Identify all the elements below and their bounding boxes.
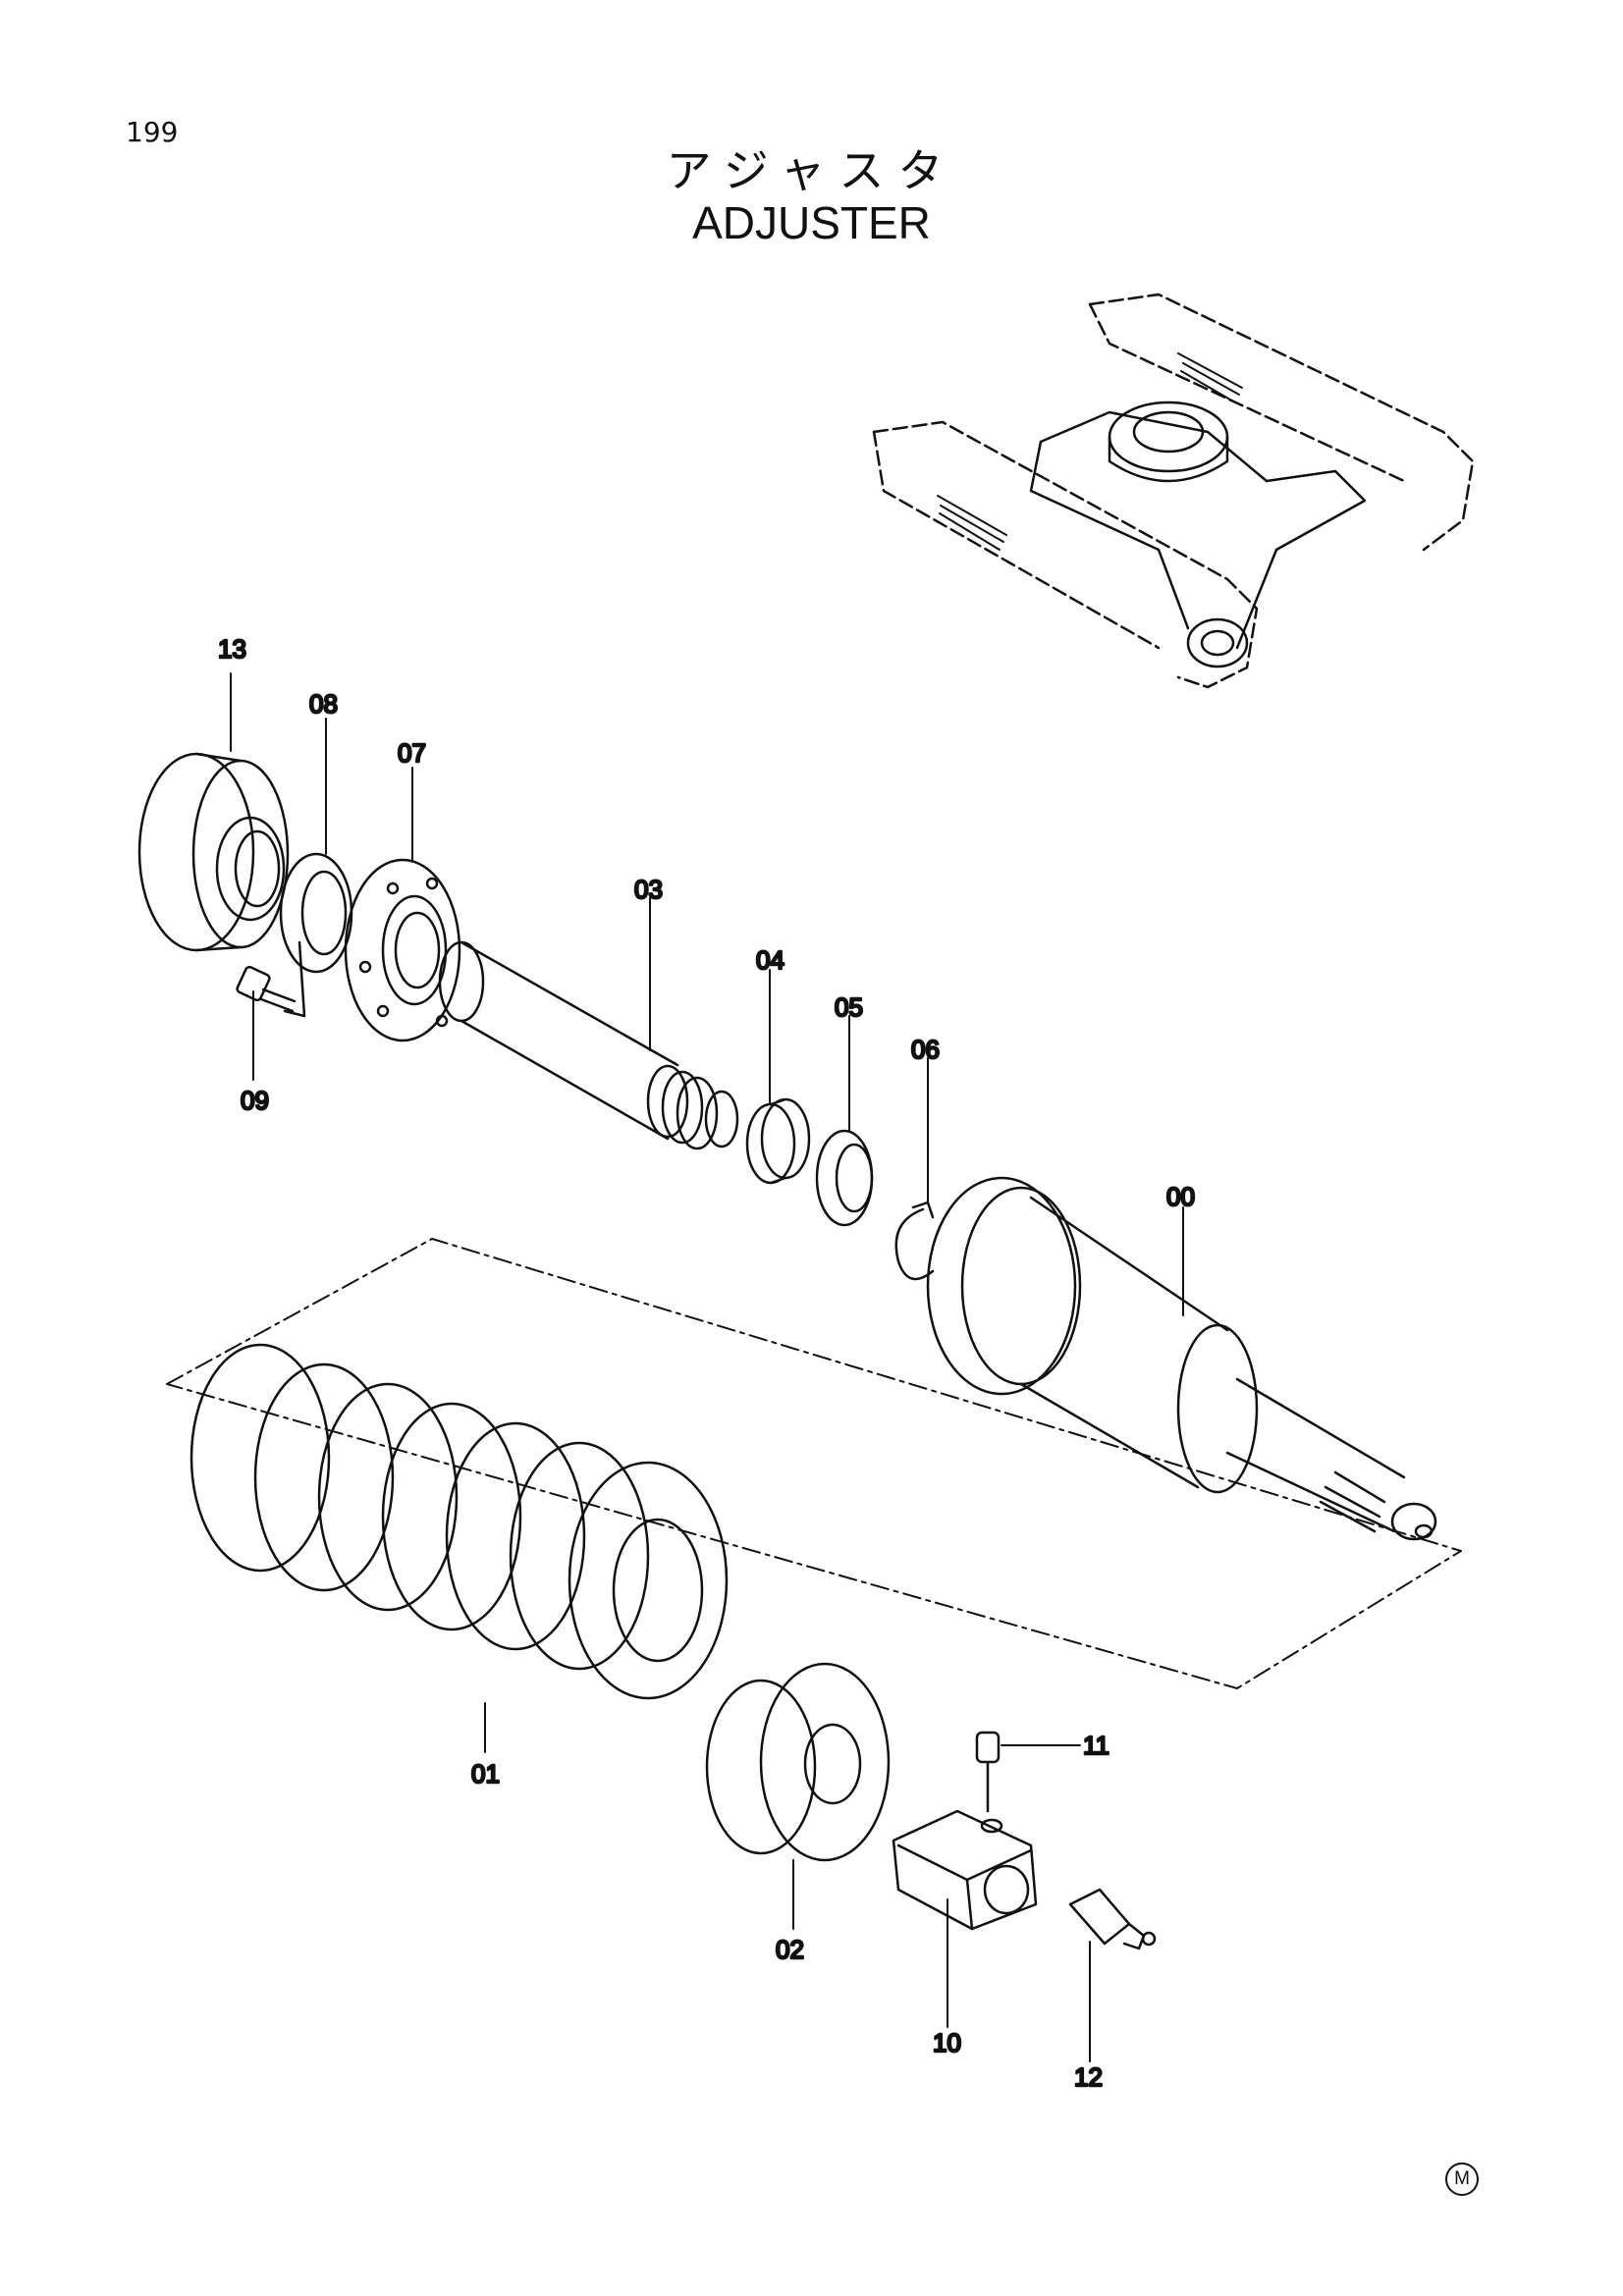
title-english: ADJUSTER xyxy=(692,197,931,248)
page-number: 199 xyxy=(126,116,179,148)
part-05-shape xyxy=(815,1129,874,1227)
part-label-02: 02 xyxy=(776,1935,804,1964)
part-label-07: 07 xyxy=(398,738,426,768)
part-08-shape xyxy=(279,852,353,974)
part-13-shape xyxy=(137,752,290,952)
part-label-12: 12 xyxy=(1074,2062,1103,2092)
part-label-10: 10 xyxy=(933,2028,961,2057)
part-04-shape xyxy=(745,1097,811,1185)
part-07-shape xyxy=(344,858,461,1042)
part-02-shape xyxy=(705,1662,891,1862)
part-label-13: 13 xyxy=(218,634,246,664)
part-label-05: 05 xyxy=(835,992,863,1022)
part-06-shape xyxy=(894,1201,935,1281)
part-label-00: 00 xyxy=(1166,1182,1195,1211)
part-label-11: 11 xyxy=(1083,1731,1109,1760)
part-10-shape xyxy=(892,1809,1038,1931)
assembly-outline xyxy=(166,1238,1462,1689)
part-00-shape xyxy=(926,1176,1437,1541)
undercarriage-locator-view xyxy=(872,293,1475,689)
part-label-06: 06 xyxy=(911,1035,940,1064)
part-label-03: 03 xyxy=(634,875,663,904)
registered-mark: M xyxy=(1445,2163,1479,2196)
part-01-shape xyxy=(189,1343,729,1700)
part-03-shape xyxy=(438,940,739,1150)
part-label-01: 01 xyxy=(471,1759,500,1789)
leader-lines xyxy=(230,672,1184,2062)
part-09-shape xyxy=(236,940,306,1018)
part-label-09: 09 xyxy=(241,1086,269,1115)
part-label-08: 08 xyxy=(309,689,338,719)
title-japanese: アジャスタ xyxy=(666,144,957,197)
part-label-04: 04 xyxy=(756,945,784,975)
part-11-shape xyxy=(975,1731,1001,1813)
part-12-shape xyxy=(1068,1888,1157,1950)
